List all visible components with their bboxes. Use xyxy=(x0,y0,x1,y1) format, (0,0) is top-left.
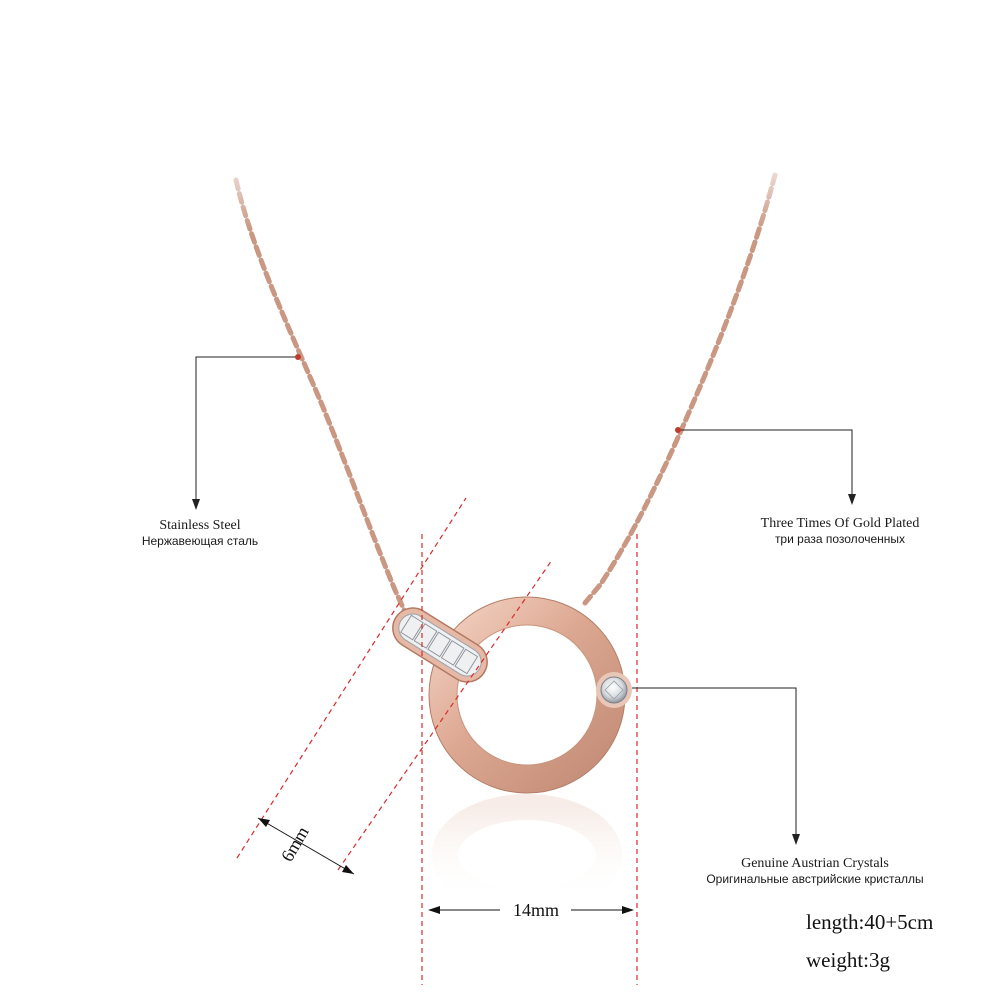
material-label: Stainless Steel Нержавеющая сталь xyxy=(100,518,300,548)
callout-crystal xyxy=(632,687,797,840)
large-ring-size-label: 14mm xyxy=(513,900,559,920)
chain-right xyxy=(582,172,778,606)
large-ring-dimension: 14mm xyxy=(428,900,634,920)
chain-left xyxy=(233,177,408,615)
weight-spec: weight:3g xyxy=(806,948,890,972)
length-spec: length:40+5cm xyxy=(806,910,934,934)
chain xyxy=(200,140,820,615)
plating-label-ru: три раза позолоченных xyxy=(774,532,906,546)
callout-gold xyxy=(678,429,853,500)
crystal-label-en: Genuine Austrian Crystals xyxy=(741,856,889,871)
small-ring-dimension: 6mm xyxy=(257,817,355,875)
small-ring-size-label: 6mm xyxy=(277,823,313,865)
material-label-en: Stainless Steel xyxy=(159,518,241,533)
large-ring xyxy=(428,596,632,794)
crystal-label: Genuine Austrian Crystals Оригинальные а… xyxy=(680,856,950,886)
material-label-ru: Нержавеющая сталь xyxy=(141,534,259,548)
ring-reflection xyxy=(432,794,622,916)
callout-lines xyxy=(192,354,856,845)
plating-label-en: Three Times Of Gold Plated xyxy=(760,516,920,531)
measurement-guides xyxy=(236,497,638,985)
plating-label: Three Times Of Gold Plated три раза позо… xyxy=(735,516,945,546)
callout-steel xyxy=(195,356,298,505)
small-crystal-ring xyxy=(392,607,488,683)
crystal-label-ru: Оригинальные австрийские кристаллы xyxy=(706,872,924,886)
